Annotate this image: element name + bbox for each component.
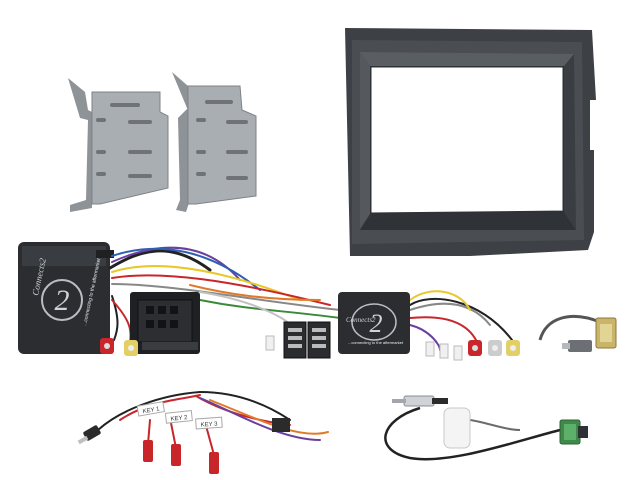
- module-logo-digit: 2: [370, 309, 383, 338]
- key-tag-1: KEY 1: [142, 406, 160, 415]
- white-spade-terminals: [265, 335, 463, 361]
- main-wiring-harness: [108, 246, 513, 351]
- key-connectors: [143, 418, 290, 474]
- jack-plug: [77, 425, 101, 445]
- antenna-adapter-cable: [384, 406, 561, 461]
- module-logo-text: Connects2: [346, 316, 376, 324]
- key-tags: KEY 1 KEY 2 KEY 3: [136, 401, 223, 430]
- quadlock-connector: [130, 292, 200, 354]
- rca-plugs-right: [468, 340, 520, 356]
- fakra-antenna-adapter: [538, 314, 617, 352]
- right-mounting-bracket: [172, 72, 257, 212]
- steering-interface-box: 2 Connects2 ...connecting to the afterma…: [18, 242, 114, 354]
- box-logo-digit: 2: [55, 284, 70, 317]
- key-tag-2: KEY 2: [170, 415, 188, 423]
- din-antenna-plug: [392, 395, 448, 407]
- left-mounting-bracket: [68, 78, 169, 212]
- steering-control-module: 2 Connects2 ...connecting to the afterma…: [338, 292, 410, 354]
- rca-plugs-left: [100, 338, 138, 356]
- double-din-fascia: [345, 28, 596, 256]
- steering-key-harness: [97, 391, 329, 456]
- key-tag-3: KEY 3: [200, 421, 218, 428]
- inline-module: [443, 407, 471, 449]
- fakra-plug: [559, 419, 588, 445]
- module-tagline: ...connecting to the aftermarket: [348, 340, 404, 345]
- iso-connector-pair: [283, 321, 331, 359]
